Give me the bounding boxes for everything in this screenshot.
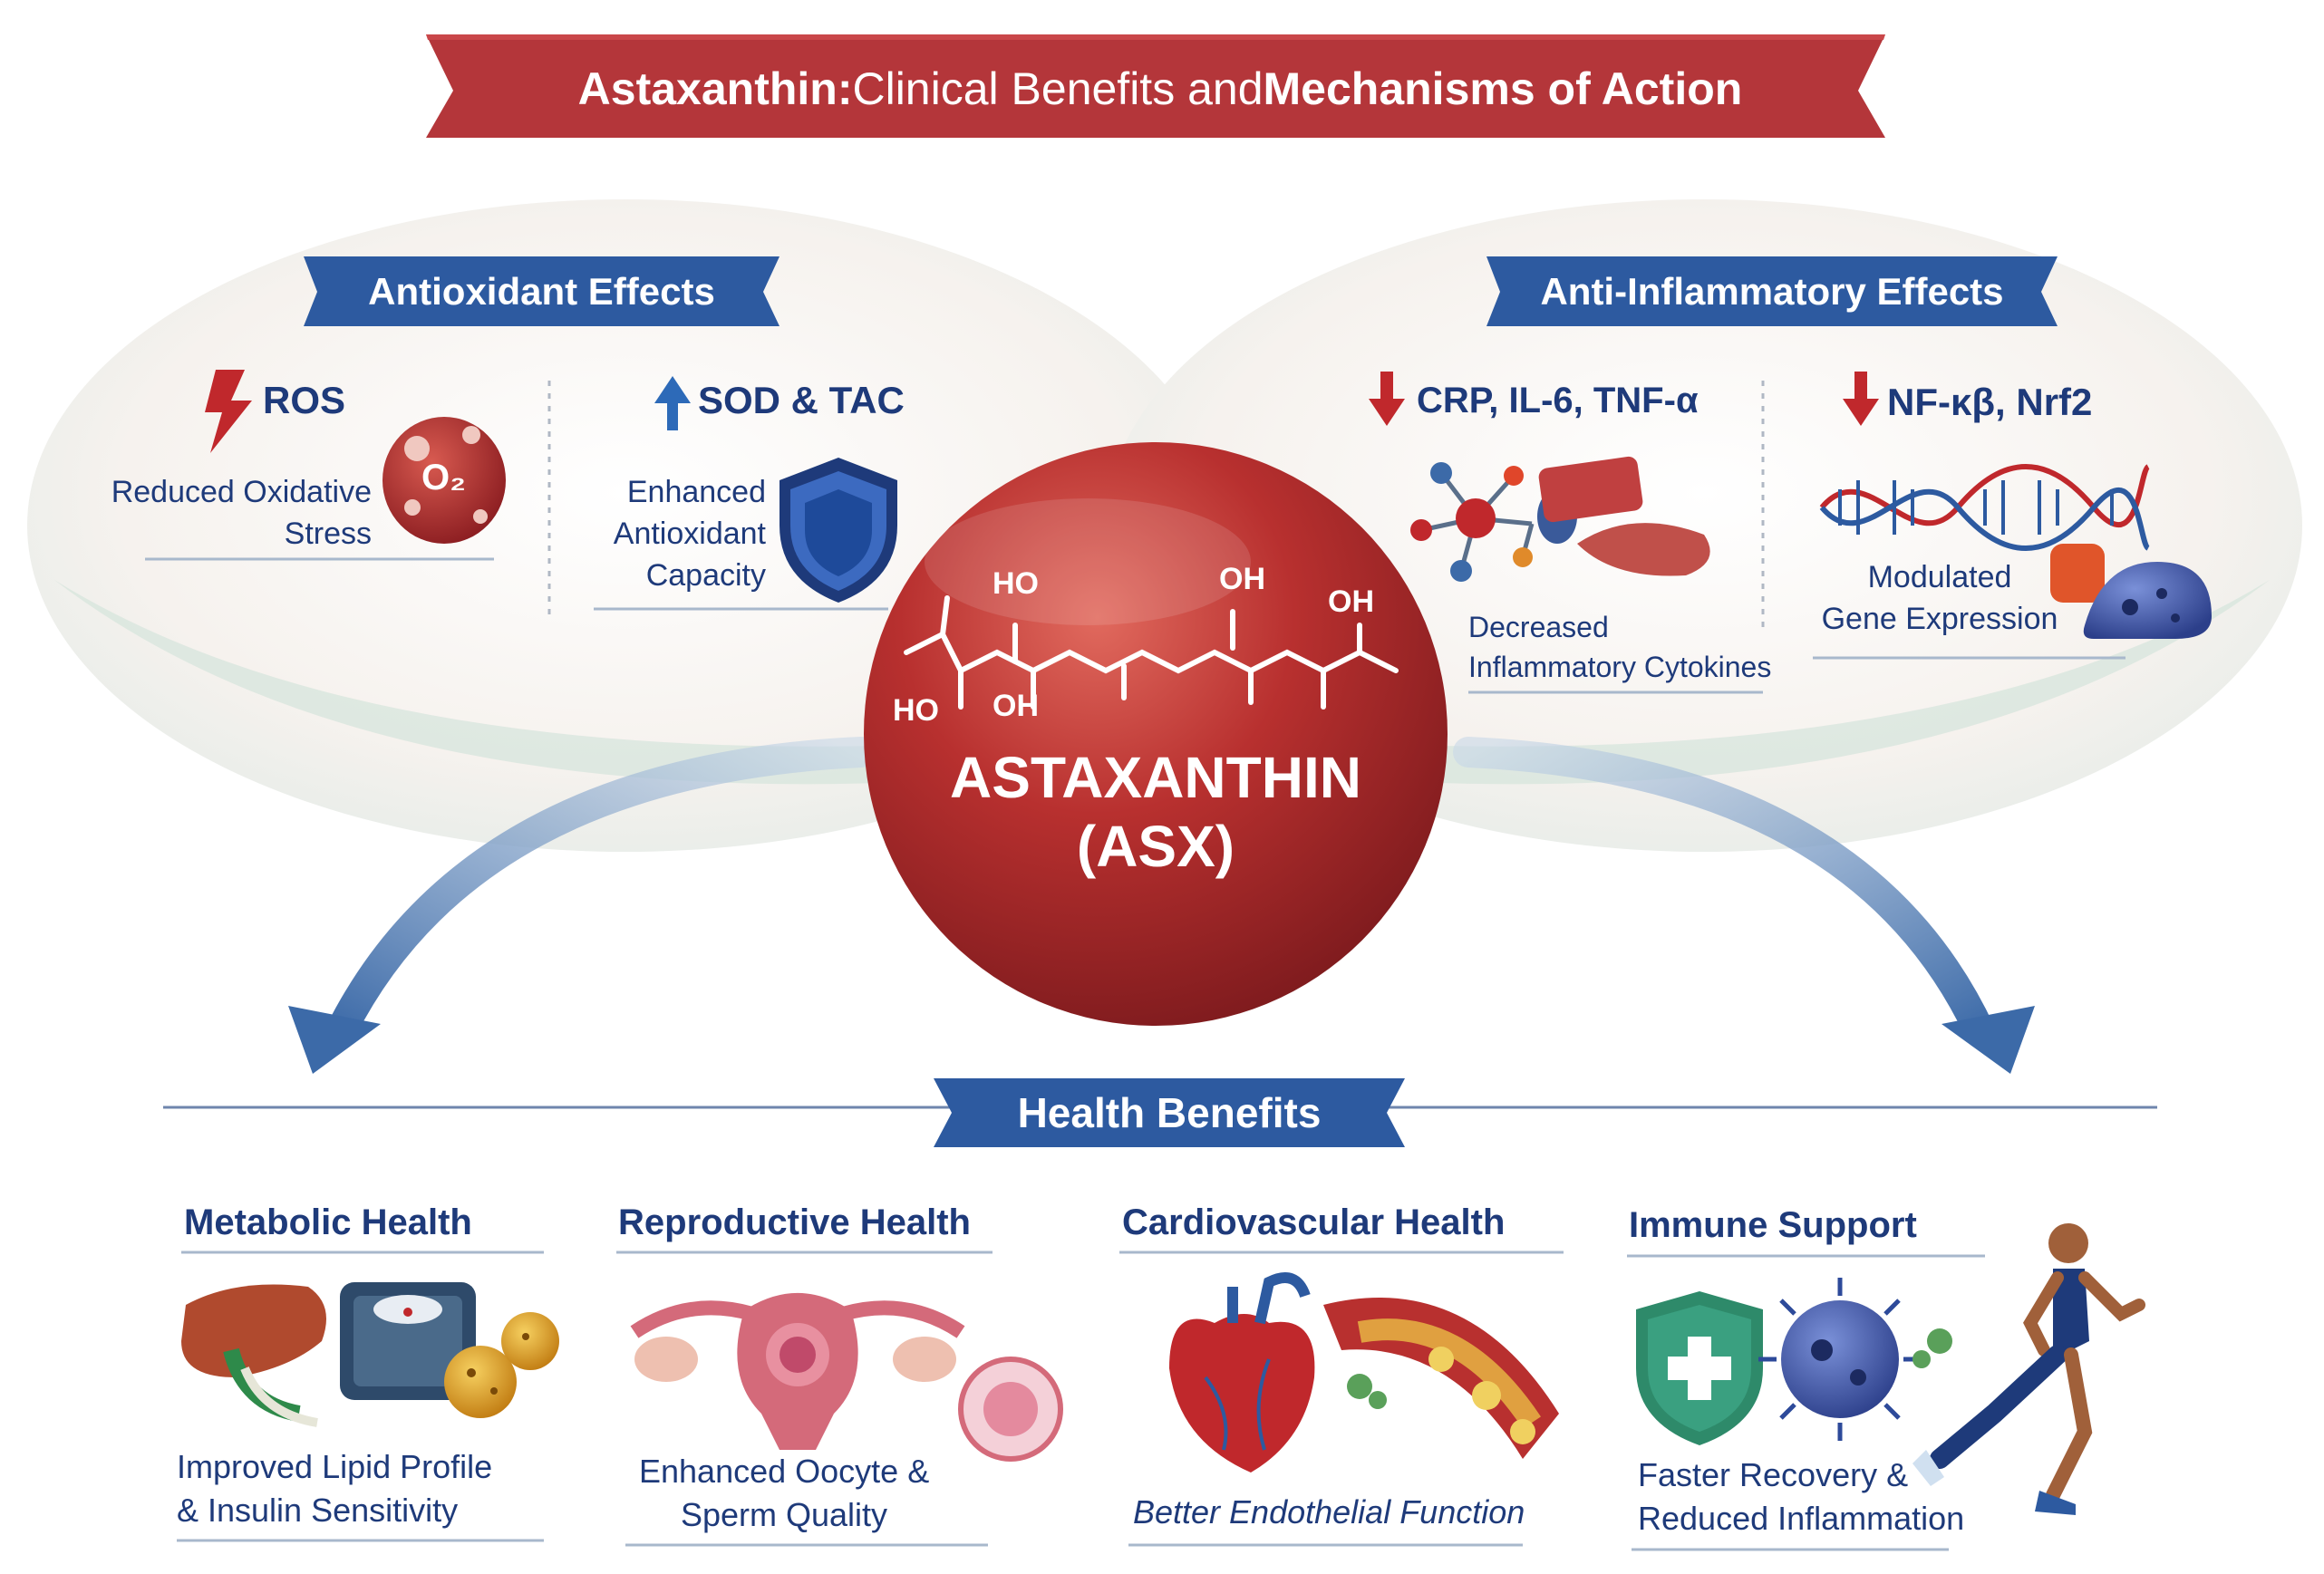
o2-label: O₂ xyxy=(421,458,466,497)
scale-icon xyxy=(340,1282,476,1400)
health-benefits-heading: Health Benefits xyxy=(1017,1089,1322,1136)
section-title-metabolic: Metabolic Health xyxy=(184,1202,472,1242)
liver-icon xyxy=(181,1284,326,1427)
lightning-icon xyxy=(205,370,252,453)
cell-icon xyxy=(2050,544,2212,639)
molecule-group-oh-bottom: OH xyxy=(993,689,1039,723)
anti-inflammatory-heading: Anti-Inflammatory Effects xyxy=(1540,269,2004,313)
astaxanthin-sphere xyxy=(864,442,1448,1026)
ros-label: Reduced Oxidative Stress xyxy=(111,475,372,551)
molecule-group-oh-top: OH xyxy=(1219,562,1265,596)
molecule-group-oh-right: OH xyxy=(1328,584,1374,619)
lipid-droplets-icon xyxy=(444,1312,559,1418)
cytokine-network-icon xyxy=(1410,456,1710,582)
cytokines-label: Decreased Inflammatory Cytokines xyxy=(1468,611,1772,683)
down-arrow-icon xyxy=(1369,372,1405,426)
cytokines-marker: CRP, IL-6, TNF-α xyxy=(1417,381,1699,420)
section-title-reproductive: Reproductive Health xyxy=(618,1202,971,1242)
section-caption-metabolic: Improved Lipid Profile & Insulin Sensiti… xyxy=(177,1448,493,1529)
oxidative-stress-bubble xyxy=(382,417,506,544)
shield-cross-icon xyxy=(1636,1291,1763,1445)
left-arrow-curve xyxy=(324,737,876,1048)
uterus-icon xyxy=(630,1293,965,1450)
molecule-structure xyxy=(904,595,1399,710)
heart-icon xyxy=(1169,1272,1315,1473)
section-caption-reproductive: Enhanced Oocyte & Sperm Quality xyxy=(639,1453,930,1533)
sod-label: Enhanced Antioxidant Capacity xyxy=(613,475,766,593)
up-arrow-icon xyxy=(654,376,691,430)
right-arrow-curve xyxy=(1453,737,1996,1048)
health-benefits-ribbon xyxy=(934,1078,1405,1147)
shield-icon xyxy=(780,458,897,603)
down-arrow-icon xyxy=(1843,372,1879,426)
virus-icon xyxy=(1758,1278,1952,1441)
molecule-group-ho-top: HO xyxy=(993,566,1039,601)
antioxidant-heading: Antioxidant Effects xyxy=(368,269,715,313)
section-title-cardiovascular: Cardiovascular Health xyxy=(1122,1202,1506,1242)
nfkb-label: Modulated Gene Expression xyxy=(1821,560,2058,636)
antioxidant-ribbon xyxy=(304,256,780,326)
title-banner xyxy=(426,34,1885,138)
oocyte-icon xyxy=(958,1357,1063,1462)
vessel-icon xyxy=(1323,1298,1559,1459)
sod-marker: SOD & TAC xyxy=(698,379,905,421)
section-caption-immune: Faster Recovery & Reduced Inflammation xyxy=(1638,1456,1965,1537)
page-title: Astaxanthin: Clinical Benefits and Mecha… xyxy=(577,63,1743,114)
section-title-immune: Immune Support xyxy=(1629,1205,1917,1245)
runner-icon xyxy=(1912,1223,2145,1515)
astaxanthin-name: ASTAXANTHIN (ASX) xyxy=(950,745,1361,879)
molecule-group-ho-bottom: HO xyxy=(893,693,939,728)
ros-marker: ROS xyxy=(263,379,346,421)
anti-inflammatory-ribbon xyxy=(1486,256,2058,326)
nfkb-marker: NF-κβ, Nrf2 xyxy=(1887,381,2093,423)
section-caption-cardiovascular: Better Endothelial Function xyxy=(1133,1493,1525,1531)
dna-icon xyxy=(1819,464,2151,551)
